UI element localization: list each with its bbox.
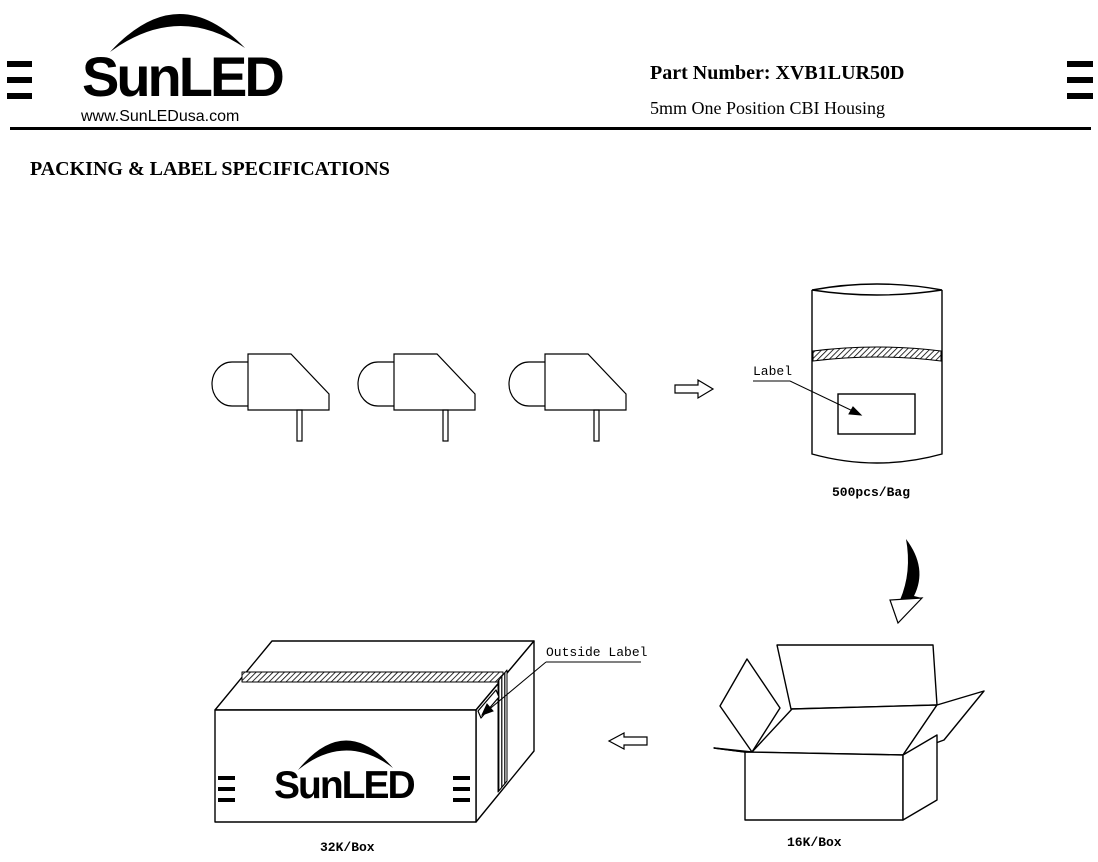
shipping-carton-icon — [214, 640, 535, 823]
header-divider — [10, 127, 1091, 130]
open-carton-icon — [713, 644, 985, 821]
led-component-icon — [211, 353, 330, 442]
box-logo-marks-icon — [218, 776, 470, 802]
part-description: 5mm One Position CBI Housing — [650, 98, 886, 118]
led-component-icon — [508, 353, 627, 442]
outer-box-caption: 32K/Box — [320, 840, 375, 855]
box-logo-arc-icon — [298, 740, 393, 770]
brand-logo-arc-icon — [110, 13, 245, 52]
curved-arrow-down-icon — [889, 539, 924, 625]
corner-mark-right-icon — [1067, 61, 1093, 99]
outside-label-leader — [481, 661, 641, 716]
bag-icon — [811, 283, 943, 464]
arrow-right-icon — [674, 378, 715, 400]
brand-logo-wordmark: SunLED — [82, 45, 285, 108]
box-logo-wordmark: SunLED — [274, 764, 416, 807]
corner-mark-left-icon — [7, 61, 32, 99]
part-number: Part Number: XVB1LUR50D — [650, 62, 905, 84]
bag-caption: 500pcs/Bag — [832, 485, 911, 500]
bag-label-leader — [753, 380, 863, 416]
outside-label-callout: Outside Label — [546, 645, 648, 660]
arrow-left-icon — [607, 732, 648, 750]
led-component-icon — [357, 353, 476, 442]
bag-label-callout: Label — [753, 364, 793, 379]
brand-website: www.SunLEDusa.com — [81, 108, 240, 125]
inner-box-caption: 16K/Box — [787, 835, 842, 850]
section-title: PACKING & LABEL SPECIFICATIONS — [30, 158, 390, 180]
